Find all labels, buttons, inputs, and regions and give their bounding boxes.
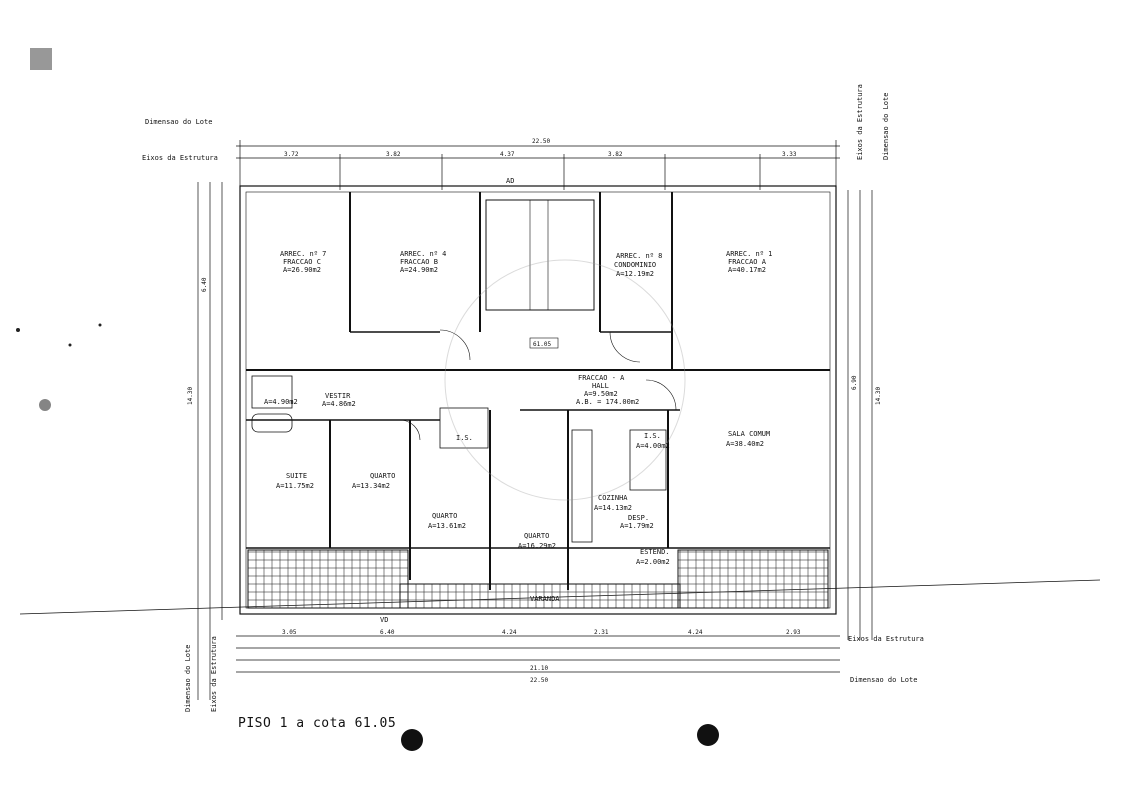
- sheet-title: PISO 1 a cota 61.05: [238, 716, 396, 731]
- room-quarto3-area: A=16.29m2: [518, 542, 556, 550]
- room-hall-area: A=9.50m2: [584, 390, 618, 398]
- room-arrec4-sub: FRACCAO B: [400, 258, 438, 266]
- eixos-label-top: Eixos da Estrutura: [142, 154, 218, 162]
- left-vertical-total: 14.30: [187, 387, 194, 405]
- room-arrec1-area: A=40.17m2: [728, 266, 766, 274]
- top-total-dim: 22.50: [532, 138, 550, 145]
- eixos-label-left: Eixos da Estrutura: [210, 636, 218, 712]
- building-walls: [239, 185, 837, 615]
- punch-hole-left: [401, 729, 423, 751]
- top-dim-5: 3.33: [782, 151, 797, 158]
- bottom-axes-dim-6: 2.93: [786, 629, 801, 636]
- right-vertical-total: 14.30: [875, 387, 882, 405]
- room-arrec4-name: ARREC. nº 4: [400, 250, 446, 258]
- watermark-seal: [444, 259, 686, 501]
- room-arrec4-area: A=24.90m2: [400, 266, 438, 274]
- top-dimension-lines: [236, 140, 840, 190]
- room-hall-name: FRACCAO - A: [578, 374, 625, 382]
- dim-lote-label-left: Dimensao do Lote: [184, 645, 192, 712]
- punch-hole-right: [697, 724, 719, 746]
- room-arrec1-sub: FRACCAO A: [728, 258, 767, 266]
- eixos-label-right: Eixos da Estrutura: [856, 84, 864, 160]
- room-labels: ARREC. nº 7 FRACCAO C A=26.90m2 ARREC. n…: [264, 250, 772, 603]
- room-cozinha-name: COZINHA: [598, 494, 628, 502]
- room-sala-name: SALA COMUM: [728, 430, 770, 438]
- bottom-total-lote: 22.50: [530, 677, 548, 684]
- top-dim-1: 3.72: [284, 151, 299, 158]
- level-mark: 61.05: [533, 341, 551, 348]
- north-mark-top: AD: [506, 177, 514, 185]
- top-dim-2: 3.82: [386, 151, 401, 158]
- room-quarto1-area: A=13.34m2: [352, 482, 390, 490]
- bottom-total-axes: 21.10: [530, 665, 548, 672]
- right-vertical-sub: 6.90: [851, 375, 858, 390]
- room-varanda-name: VARANDA: [530, 595, 560, 603]
- room-estend-name: ESTEND.: [640, 548, 670, 556]
- side-dimension-lines: [197, 182, 873, 700]
- dim-lote-label-bottom: Dimensao do Lote: [850, 676, 917, 684]
- room-suite-name: SUITE: [286, 472, 307, 480]
- room-arrec7-sub: FRACCAO C: [283, 258, 321, 266]
- room-arrec8-sub: CONDOMINIO: [614, 261, 656, 269]
- room-is1-name: I.S.: [644, 432, 661, 440]
- room-ab-total: A.B. = 174.00m2: [576, 398, 639, 406]
- room-arrec8-area: A=12.19m2: [616, 270, 654, 278]
- eixos-label-bottom: Eixos da Estrutura: [848, 635, 924, 643]
- room-vestir-name: VESTIR: [325, 392, 351, 400]
- room-is1-area: A=4.00m2: [636, 442, 670, 450]
- left-vertical-sub: 6.40: [201, 277, 208, 292]
- level-mark-box: [529, 337, 559, 349]
- north-mark-bottom: VD: [380, 616, 388, 624]
- dim-lote-label-top: Dimensao do Lote: [145, 118, 212, 126]
- room-quarto2-name: QUARTO: [432, 512, 457, 520]
- room-quarto1-name: QUARTO: [370, 472, 395, 480]
- room-estend-area: A=2.00m2: [636, 558, 670, 566]
- room-desp-area: A=1.79m2: [620, 522, 654, 530]
- bottom-axes-dim-4: 2.31: [594, 629, 609, 636]
- top-dim-3: 4.37: [500, 151, 515, 158]
- room-desp-name: DESP.: [628, 514, 649, 522]
- room-quarto3-name: QUARTO: [524, 532, 549, 540]
- bottom-axes-dim-3: 4.24: [502, 629, 517, 636]
- room-arrec7-name: ARREC. nº 7: [280, 250, 326, 258]
- room-sala-area: A=38.40m2: [726, 440, 764, 448]
- room-vestir-area: A=4.86m2: [322, 400, 356, 408]
- room-hall-sub: HALL: [592, 382, 609, 390]
- bottom-axes-dim-1: 3.05: [282, 629, 297, 636]
- dim-lote-label-right: Dimensao do Lote: [882, 93, 890, 160]
- room-suite-area: A=11.75m2: [276, 482, 314, 490]
- top-dim-4: 3.82: [608, 151, 623, 158]
- bottom-axes-dim-5: 4.24: [688, 629, 703, 636]
- room-arrec1-name: ARREC. nº 1: [726, 250, 772, 258]
- bottom-axes-dim-2: 6.40: [380, 629, 395, 636]
- room-cozinha-area: A=14.13m2: [594, 504, 632, 512]
- room-arrec8-name: ARREC. nº 8: [616, 252, 662, 260]
- room-is2-name: I.S.: [456, 434, 473, 442]
- scan-speckles: [16, 48, 102, 411]
- room-arrec7-area: A=26.90m2: [283, 266, 321, 274]
- room-is2-area: A=4.90m2: [264, 398, 298, 406]
- room-quarto2-area: A=13.61m2: [428, 522, 466, 530]
